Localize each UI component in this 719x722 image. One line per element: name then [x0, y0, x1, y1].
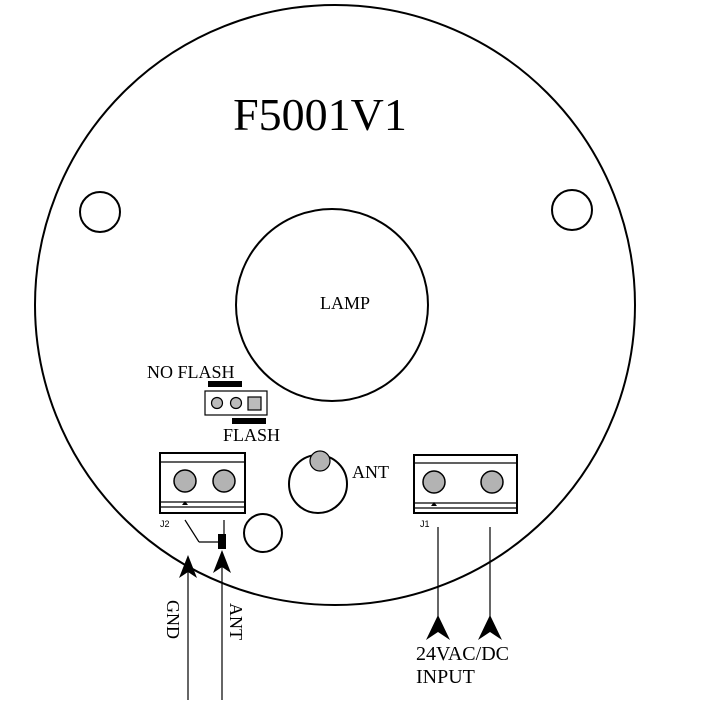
lamp-label: LAMP [320, 293, 370, 313]
power-wire-1 [426, 527, 450, 640]
antenna-pad [309, 450, 331, 472]
board-outline [34, 4, 636, 606]
gnd-wire-label: GND [163, 600, 183, 639]
flash-bar [232, 418, 266, 424]
j2-screw-1 [173, 469, 197, 493]
board-title: F5001V1 [233, 89, 407, 140]
small-hole [243, 513, 283, 553]
ant-wire [213, 550, 231, 700]
gnd-wire [179, 555, 197, 700]
power-label-line2: INPUT [416, 666, 475, 688]
ant-wire-label: ANT [226, 603, 246, 640]
j1-screw-1 [422, 470, 446, 494]
jumper-pin-2 [229, 396, 243, 410]
j1-screw-2 [480, 470, 504, 494]
mounting-hole-left [79, 191, 121, 233]
j2-wiring [184, 519, 226, 549]
power-wire-2 [478, 527, 502, 640]
j2-label: J2 [160, 519, 170, 529]
power-label-line1: 24VAC/DC [416, 643, 509, 665]
antenna-label: ANT [352, 462, 389, 482]
jumper-pin-3 [247, 396, 262, 411]
connector-j2 [159, 452, 246, 514]
flash-label: FLASH [223, 425, 280, 445]
mounting-hole-right [551, 189, 593, 231]
j1-label: J1 [420, 519, 430, 529]
lamp-circle [235, 208, 429, 402]
jumper-header [204, 390, 268, 416]
jumper-pin-1 [210, 396, 224, 410]
connector-j1 [413, 454, 518, 514]
j2-screw-2 [212, 469, 236, 493]
no-flash-label: NO FLASH [147, 362, 235, 382]
no-flash-bar [208, 381, 242, 387]
